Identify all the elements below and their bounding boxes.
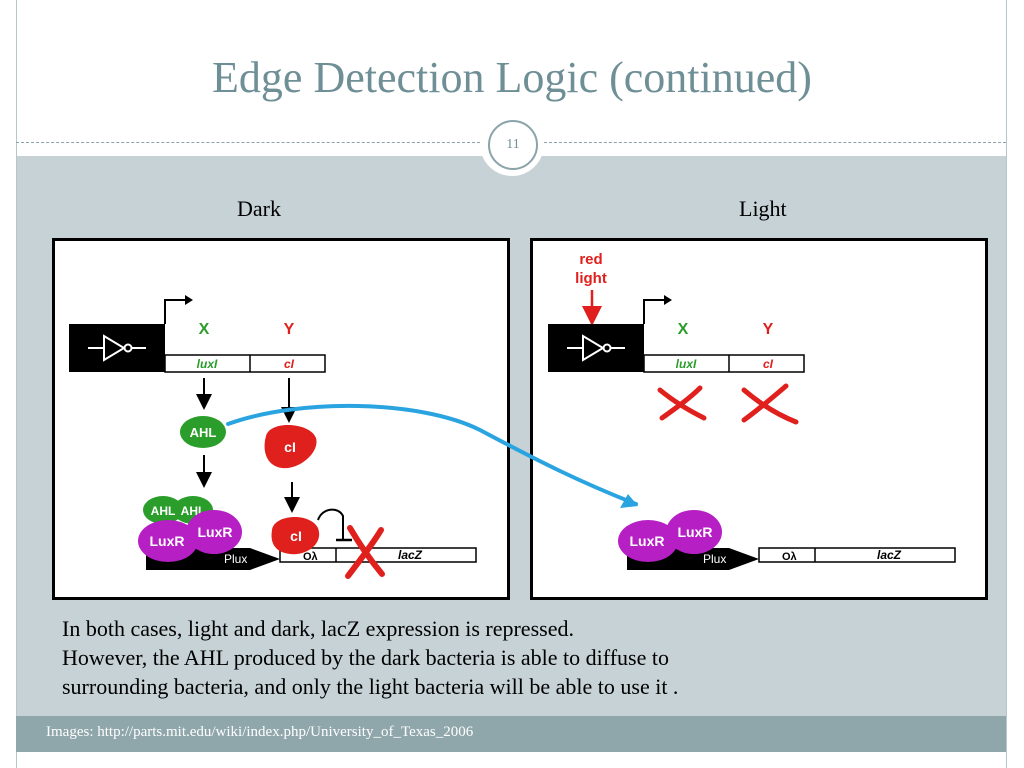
- svg-text:AHL: AHL: [151, 504, 176, 518]
- luxr-protein-2: [666, 510, 722, 554]
- lacz-label: lacZ: [877, 548, 902, 562]
- caption-line-2: However, the AHL produced by the dark ba…: [62, 645, 669, 670]
- olambda-label: Oλ: [782, 551, 797, 563]
- gene-y-label: Y: [763, 321, 774, 338]
- light-circuit: red light X Y luxI cI Plux Oλ lacZ: [548, 251, 956, 570]
- ci-gene-label: cI: [763, 357, 774, 371]
- caption-line-3: surrounding bacteria, and only the light…: [62, 674, 679, 699]
- svg-text:LuxR: LuxR: [678, 524, 713, 540]
- plux-label: Plux: [703, 552, 726, 566]
- page-number: 11: [488, 120, 538, 170]
- slide-title: Edge Detection Logic (continued): [212, 53, 812, 102]
- plux-label: Plux: [224, 552, 247, 566]
- luxr-protein-1: [138, 520, 198, 562]
- svg-text:LuxR: LuxR: [630, 533, 665, 549]
- panel-light: [530, 238, 988, 600]
- ci-protein-label: cI: [284, 439, 296, 455]
- blocked-x-icon: [345, 525, 385, 579]
- inverter-gate-icon: [88, 334, 146, 362]
- footer-bar: Images: http://parts.mit.edu/wiki/index.…: [16, 716, 1006, 752]
- svg-text:LuxR: LuxR: [150, 533, 185, 549]
- panel-label-dark: Dark: [237, 196, 281, 221]
- ci-gene-label: cI: [284, 357, 295, 371]
- luxr-protein-2: [186, 510, 242, 554]
- luxr-protein-1: [618, 520, 678, 562]
- caption-line-1: In both cases, light and dark, lacZ expr…: [62, 616, 574, 641]
- dark-circuit: X Y luxI cI AHL cI Plux Oλ lacZ AHL AHL …: [69, 295, 477, 579]
- ci-bound-protein: [271, 516, 320, 555]
- title-divider-right: [544, 142, 1006, 143]
- ahl-diffusion-arrow-icon: [226, 403, 638, 508]
- panel-label-light: Light: [739, 196, 787, 221]
- ci-protein: [264, 424, 317, 469]
- ahl-molecule: [180, 416, 226, 448]
- inverter-gate-icon: [567, 334, 625, 362]
- red-light-label-2: light: [575, 270, 607, 287]
- inverter-block: [548, 324, 644, 372]
- gene-x-label: X: [199, 321, 210, 338]
- svg-text:LuxR: LuxR: [198, 524, 233, 540]
- no-expression-x-icon: [741, 383, 799, 425]
- repression-arc: [317, 508, 344, 540]
- gene-x-label: X: [678, 321, 689, 338]
- promoter-arrow-icon: [164, 299, 185, 324]
- title-divider-left: [16, 142, 480, 143]
- inverter-block: [69, 324, 165, 372]
- lacz-gene-bar: [758, 547, 956, 563]
- gene-y-label: Y: [284, 321, 295, 338]
- red-light-label-1: red: [579, 251, 602, 268]
- gene-bar-dark: [164, 354, 326, 373]
- svg-text:cI: cI: [290, 528, 302, 544]
- frame-right-border: [1006, 0, 1007, 768]
- promoter-arrow-icon: [643, 299, 664, 324]
- luxi-gene-label: luxI: [197, 357, 218, 371]
- lacz-gene-bar: [279, 547, 477, 563]
- ahl-label: AHL: [190, 425, 217, 440]
- no-expression-x-icon: [657, 385, 707, 421]
- lacz-label: lacZ: [398, 548, 423, 562]
- luxi-gene-label: luxI: [676, 357, 697, 371]
- caption: In both cases, light and dark, lacZ expr…: [62, 614, 962, 701]
- frame-left-border: [16, 0, 17, 768]
- ahl-bound-1: [143, 496, 183, 524]
- image-source-credit: Images: http://parts.mit.edu/wiki/index.…: [46, 724, 474, 740]
- olambda-label: Oλ: [303, 551, 318, 563]
- gene-bar-light: [643, 354, 805, 373]
